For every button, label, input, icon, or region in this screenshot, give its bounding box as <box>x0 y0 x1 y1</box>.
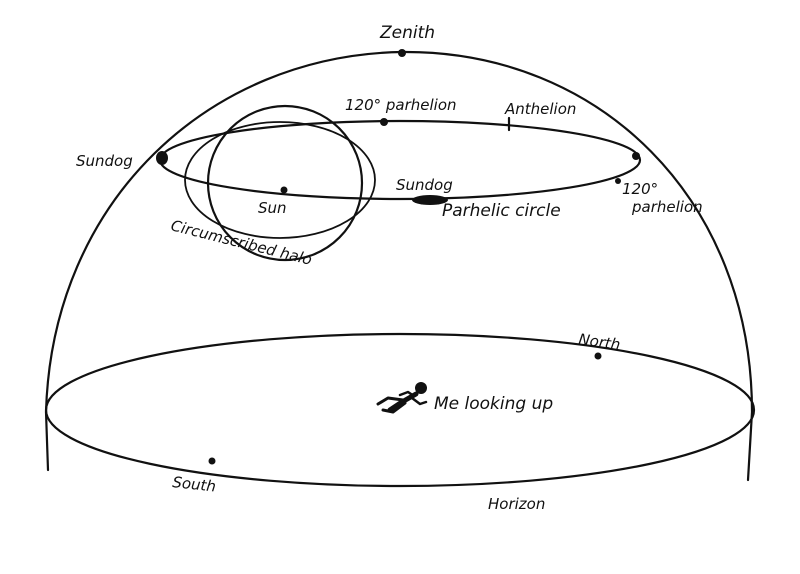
me-looking-up-label: Me looking up <box>434 394 553 414</box>
horizon-ellipse <box>44 332 756 488</box>
horizon-label: Horizon <box>488 495 545 513</box>
sun-point <box>280 186 288 194</box>
dome-left-lower-edge <box>44 410 50 472</box>
sky-dome-arc <box>44 50 754 482</box>
circumscribed-halo-label: Circumscribed halo <box>169 216 314 268</box>
sundog-left-label: Sundog <box>76 152 133 170</box>
sundog-left-point <box>156 151 168 165</box>
parhelion-120-right-point <box>632 152 640 160</box>
anthelion-label: Anthelion <box>504 100 576 118</box>
zenith-point <box>398 49 406 57</box>
north-point <box>594 352 602 360</box>
parhelion-120-top-point <box>380 118 388 126</box>
zenith-label: Zenith <box>379 23 435 43</box>
parhelion-120-right-point-lower <box>615 178 621 184</box>
halo-22-degree <box>206 104 364 262</box>
north-label: North <box>577 330 621 354</box>
parhelic-circle-label: Parhelic circle <box>442 201 561 221</box>
parhelion-120-right-label-line1: 120° <box>622 180 658 198</box>
parhelion-120-right-label-line2: parhelion <box>631 198 703 216</box>
sundog-right-point <box>412 195 448 205</box>
south-label: South <box>172 473 217 495</box>
sun-label: Sun <box>258 199 287 217</box>
circumscribed-halo <box>184 121 376 239</box>
parhelion-120-top-label: 120° parhelion <box>345 96 457 114</box>
south-point <box>208 457 216 465</box>
sundog-right-label: Sundog <box>396 176 453 194</box>
observer-figure-icon <box>376 382 428 414</box>
